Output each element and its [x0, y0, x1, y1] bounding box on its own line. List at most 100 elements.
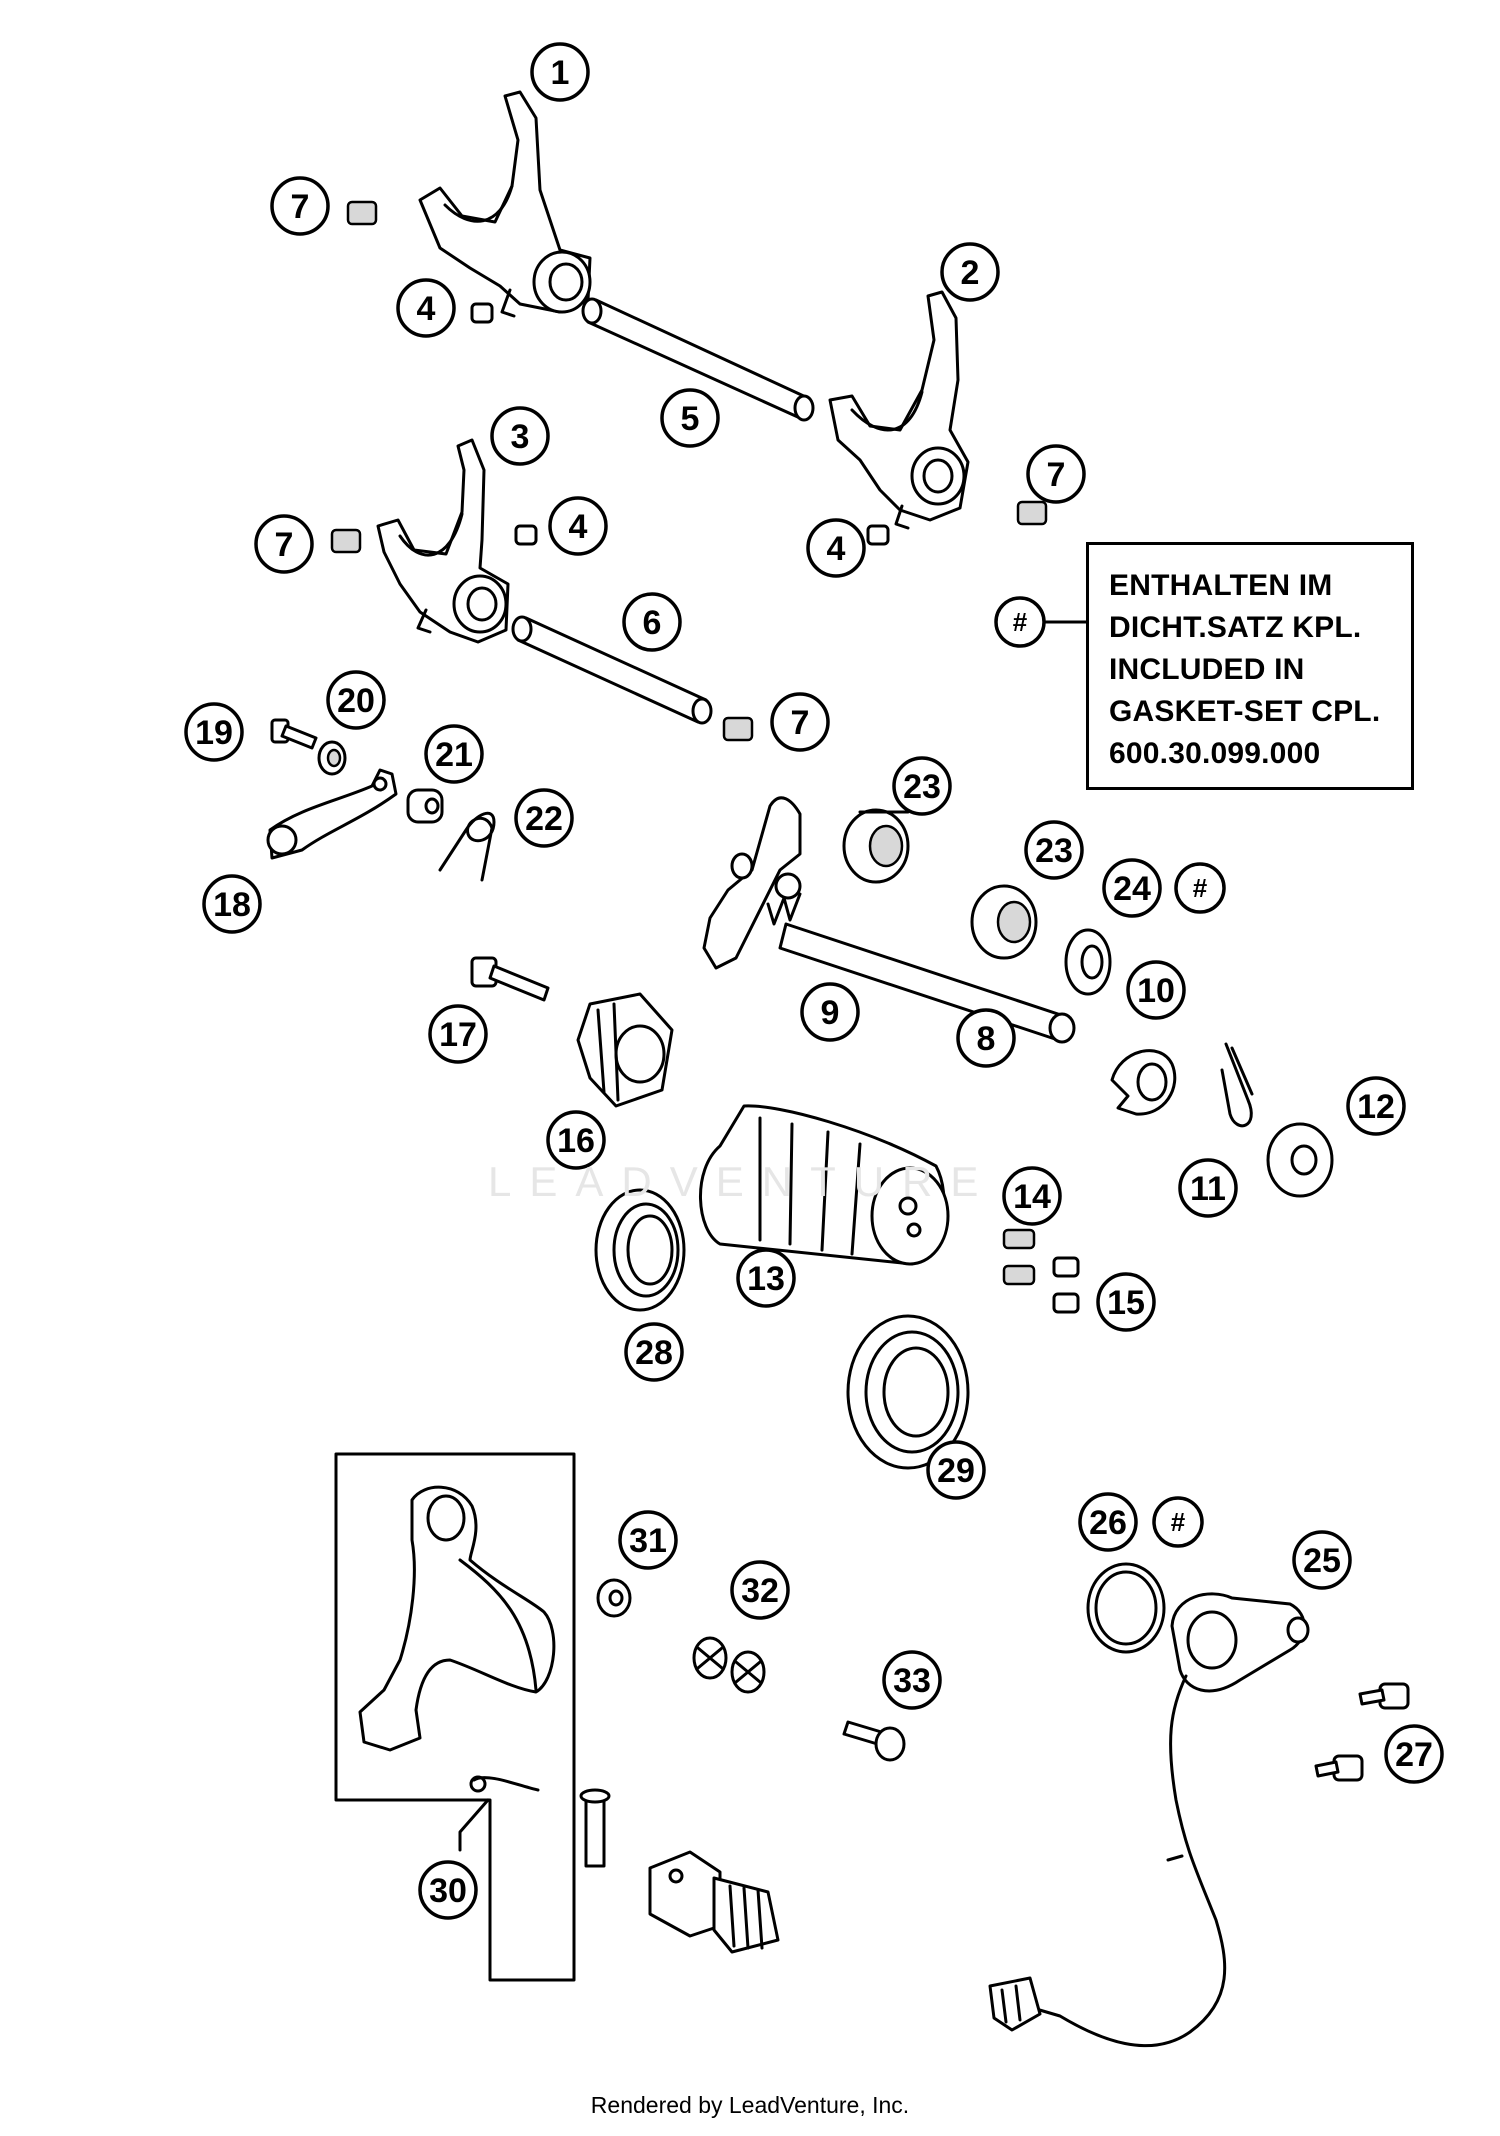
- callout-label: 22: [525, 800, 563, 838]
- callout-21: 21: [424, 724, 484, 784]
- callout-label: 15: [1107, 1284, 1145, 1322]
- callout-circle: [1292, 1530, 1352, 1590]
- callout-22: 22: [514, 788, 574, 848]
- pins-15: [1052, 1256, 1080, 1314]
- callout-4: 4: [806, 518, 866, 578]
- callout-label: 10: [1137, 972, 1175, 1010]
- washer-31: [596, 1578, 632, 1618]
- note-line-2: DICHT.SATZ KPL.: [1109, 611, 1362, 644]
- bolt-33: [842, 1720, 906, 1762]
- callout-label: 7: [1047, 456, 1066, 494]
- callout-8: 8: [956, 1008, 1016, 1068]
- roller-21: [406, 788, 444, 824]
- callout-label: 7: [291, 188, 310, 226]
- callout-26: 26: [1078, 1492, 1138, 1552]
- callout-4: 4: [396, 278, 456, 338]
- callout-circle: [806, 518, 866, 578]
- callout-7: 7: [1026, 444, 1086, 504]
- callout-circle: [800, 982, 860, 1042]
- shift-fork-3: [376, 438, 510, 644]
- gasket-marker-label: #: [1193, 873, 1208, 903]
- callout-circle: [202, 874, 262, 934]
- callout-28: 28: [624, 1322, 684, 1382]
- callout-circle: [548, 496, 608, 556]
- callout-23: 23: [892, 756, 952, 816]
- callout-circle: [490, 406, 550, 466]
- callout-label: 4: [417, 290, 436, 328]
- callout-circle: [1126, 960, 1186, 1020]
- gasket-marker-circle: [994, 596, 1046, 648]
- callout-circle: [622, 592, 682, 652]
- callout-label: 21: [435, 736, 473, 774]
- gasket-marker-label: #: [1171, 1507, 1186, 1537]
- watermark: LEADVENTURE: [488, 1158, 997, 1205]
- callout-label: 16: [557, 1122, 595, 1160]
- gasket-set-marker: #: [994, 596, 1046, 648]
- seal-24: [1064, 928, 1112, 996]
- callout-4: 4: [548, 496, 608, 556]
- callout-circle: [1346, 1076, 1406, 1136]
- callout-12: 12: [1346, 1076, 1406, 1136]
- callout-7: 7: [254, 514, 314, 574]
- callout-label: 12: [1357, 1088, 1395, 1126]
- callout-7: 7: [270, 176, 330, 236]
- callout-label: 30: [429, 1872, 467, 1910]
- callout-30: 30: [418, 1860, 478, 1920]
- callout-circle: [184, 702, 244, 762]
- callout-circle: [1026, 444, 1086, 504]
- callout-31: 31: [618, 1510, 678, 1570]
- callout-circle: [1178, 1158, 1238, 1218]
- callout-label: 18: [213, 886, 251, 924]
- callout-13: 13: [736, 1248, 796, 1308]
- callout-label: 2: [961, 254, 980, 292]
- callout-label: 7: [275, 526, 294, 564]
- note-line-3: INCLUDED IN: [1109, 653, 1305, 686]
- callout-label: 23: [1035, 832, 1073, 870]
- callout-label: 33: [893, 1662, 931, 1700]
- spring-22: [438, 811, 496, 882]
- callout-circle: [514, 788, 574, 848]
- gasket-marker-circle: [1174, 862, 1226, 914]
- bearing-28: [594, 1188, 686, 1312]
- callouts: 1234445677778910111213141516171819202122…: [184, 42, 1444, 1920]
- callout-10: 10: [1126, 960, 1186, 1020]
- callout-circle: [882, 1650, 942, 1710]
- shift-fork-2: [828, 290, 970, 530]
- guide-rollers-4: [470, 302, 890, 546]
- callout-15: 15: [1096, 1272, 1156, 1332]
- washer-12: [1266, 1122, 1334, 1198]
- callout-circle: [428, 1004, 488, 1064]
- callout-circle: [624, 1322, 684, 1382]
- gasket-set-note-box: ENTHALTEN IM DICHT.SATZ KPL. INCLUDED IN…: [1086, 542, 1414, 790]
- callout-14: 14: [1002, 1166, 1062, 1226]
- gasket-marker-circle: [1152, 1496, 1204, 1548]
- bearing-29: [846, 1314, 970, 1470]
- callout-circle: [424, 724, 484, 784]
- screws-27: [1314, 1682, 1410, 1782]
- callout-11: 11: [1178, 1158, 1238, 1218]
- callout-circle: [940, 242, 1000, 302]
- callout-circle: [530, 42, 590, 102]
- bolt-19: [270, 718, 318, 750]
- gasket-marker-label: #: [1013, 607, 1028, 637]
- shift-fork-1: [418, 90, 592, 318]
- shift-rod-6: [511, 615, 713, 725]
- callout-circle: [1384, 1724, 1444, 1784]
- shift-cam-16: [576, 992, 674, 1108]
- callout-circle: [660, 388, 720, 448]
- callout-circle: [326, 670, 386, 730]
- shift-drum-13: [699, 1104, 950, 1266]
- callout-5: 5: [660, 388, 720, 448]
- callout-circle: [618, 1510, 678, 1570]
- shift-lever-assembly-30: [334, 1452, 780, 1982]
- spring-11: [1220, 1042, 1254, 1128]
- callout-27: 27: [1384, 1724, 1444, 1784]
- note-line-5: 600.30.099.000: [1109, 737, 1321, 770]
- needle-bearing-23a: [842, 808, 910, 884]
- note-line-4: GASKET-SET CPL.: [1109, 695, 1381, 728]
- callout-25: 25: [1292, 1530, 1352, 1590]
- callout-circle: [1002, 1166, 1062, 1226]
- callout-label: 28: [635, 1334, 673, 1372]
- callout-circle: [546, 1110, 606, 1170]
